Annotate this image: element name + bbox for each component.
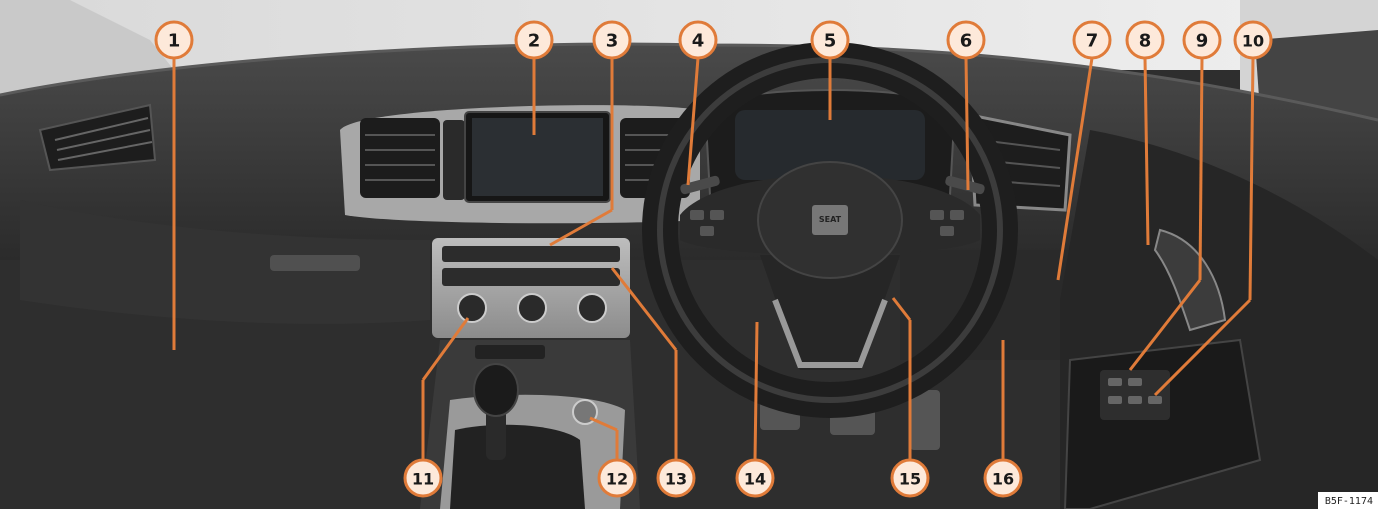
callout-15-label: 15	[899, 470, 921, 489]
callout-8-label: 8	[1139, 31, 1152, 52]
climate-button-row	[442, 268, 620, 286]
callout-5-label: 5	[824, 31, 837, 52]
fan-knob	[517, 293, 547, 323]
infotainment-display	[472, 118, 603, 196]
callout-11-label: 11	[412, 470, 434, 489]
left-stalk	[680, 175, 720, 195]
usb-ports	[475, 345, 545, 359]
left-wheel-button-2	[710, 210, 724, 220]
callout-1: 1	[154, 20, 194, 60]
callout-16: 16	[983, 458, 1023, 498]
callout-16-label: 16	[992, 470, 1014, 489]
gear-boot	[450, 424, 585, 509]
callout-14: 14	[735, 458, 775, 498]
callout-3: 3	[592, 20, 632, 60]
callout-12-label: 12	[606, 470, 628, 489]
callout-5: 5	[810, 20, 850, 60]
steering-wheel-lower-spoke	[760, 255, 900, 370]
window-switch-panel	[1100, 370, 1170, 420]
hazard-strip	[442, 246, 620, 262]
callout-6: 6	[946, 20, 986, 60]
callout-12: 12	[597, 458, 637, 498]
brand-badge: SEAT	[819, 215, 842, 224]
callout-13-label: 13	[665, 470, 687, 489]
left-wheel-button-3	[700, 226, 714, 236]
brand-badge-plate	[812, 205, 848, 235]
callout-2-label: 2	[528, 31, 541, 52]
callout-7-label: 7	[1086, 31, 1099, 52]
callout-4-label: 4	[692, 31, 705, 52]
callout-10-label: 10	[1242, 32, 1264, 51]
glove-box-handle	[270, 255, 360, 271]
steering-wheel-trim	[772, 298, 888, 368]
callout-3-label: 3	[606, 31, 619, 52]
callout-6-label: 6	[960, 31, 973, 52]
screen-buttons	[443, 120, 465, 200]
gear-knob	[473, 363, 519, 417]
callout-10: 10	[1233, 20, 1273, 60]
callout-9: 9	[1182, 20, 1222, 60]
callout-7: 7	[1072, 20, 1112, 60]
figure-code-background	[1318, 492, 1378, 509]
left-climate-knob	[457, 293, 487, 323]
left-air-vent	[38, 103, 157, 172]
right-wheel-button-3	[940, 226, 954, 236]
center-left-vent	[360, 118, 440, 198]
callout-15: 15	[890, 458, 930, 498]
leader-lines	[172, 57, 1255, 461]
door-handle	[1153, 228, 1227, 332]
callout-14-label: 14	[744, 470, 766, 489]
right-wheel-button-1	[930, 210, 944, 220]
left-wheel-button-1	[690, 210, 704, 220]
glove-box	[20, 200, 430, 324]
callout-13: 13	[656, 458, 696, 498]
cluster-display	[735, 110, 925, 180]
callout-4: 4	[678, 20, 718, 60]
figure-code: B5F-1174	[1325, 496, 1373, 507]
accelerator-pedal	[910, 390, 940, 450]
right-stalk	[945, 175, 985, 195]
callout-1-label: 1	[168, 31, 181, 52]
callout-9-label: 9	[1196, 31, 1209, 52]
callout-11: 11	[403, 458, 443, 498]
callout-2: 2	[514, 20, 554, 60]
right-climate-knob	[577, 293, 607, 323]
callout-8: 8	[1125, 20, 1165, 60]
right-wheel-button-2	[950, 210, 964, 220]
